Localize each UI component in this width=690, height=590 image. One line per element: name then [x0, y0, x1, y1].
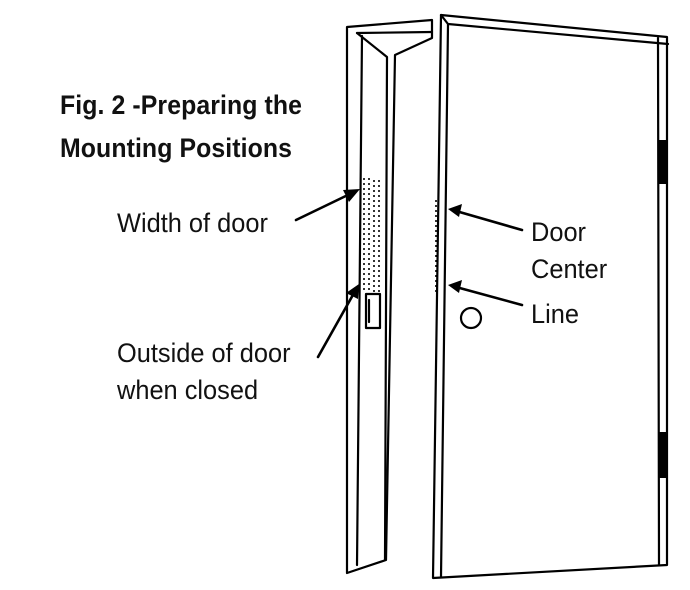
- figure-title: Fig. 2 -Preparing the Mounting Positions: [60, 84, 302, 170]
- door-frame-inner-edge: [355, 34, 364, 567]
- outside-of-door-label: Outside of door when closed: [117, 335, 291, 409]
- hinge-bottom: [659, 432, 666, 478]
- arrowhead-center-bottom: [448, 280, 462, 293]
- figure-title-line-2: Mounting Positions: [60, 133, 293, 163]
- door-center-line-1: Door: [531, 217, 587, 247]
- door-center-line-2: Center: [531, 254, 608, 284]
- outside-of-door-line-2: when closed: [117, 375, 259, 405]
- arrow-center-bottom: [454, 285, 524, 307]
- arrowhead-width: [343, 189, 360, 202]
- door-center-line-3: Line: [531, 299, 579, 329]
- figure-title-line-1: Fig. 2 -Preparing the: [60, 90, 303, 120]
- arrow-outside: [316, 291, 356, 359]
- door-center-line-label: Door Center Line: [531, 214, 607, 333]
- arrow-center-top: [454, 209, 524, 232]
- door-leaf-edge-side: [439, 22, 450, 579]
- hinge-top: [659, 140, 666, 184]
- door-knob: [459, 306, 483, 330]
- arrow-width: [294, 191, 354, 222]
- arrowhead-outside: [346, 284, 359, 299]
- arrowhead-center-top: [448, 204, 462, 217]
- width-of-door-label: Width of door: [117, 208, 268, 238]
- door-frame-header: [355, 30, 434, 35]
- door-leaf: [431, 13, 669, 580]
- right-jamb: [656, 36, 661, 567]
- door-frame: [345, 18, 434, 575]
- outside-of-door-line-1: Outside of door: [117, 338, 291, 368]
- door-frame-jamb: [355, 31, 389, 562]
